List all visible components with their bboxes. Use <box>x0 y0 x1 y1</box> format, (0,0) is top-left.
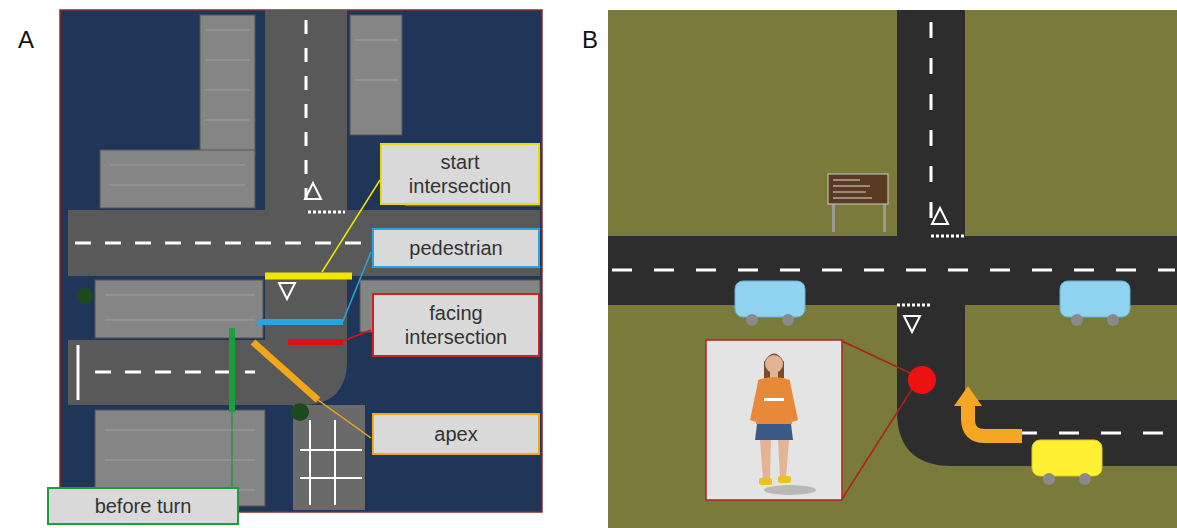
map-panel-a <box>60 10 542 512</box>
callout-text: apex <box>434 422 477 446</box>
callout-box: pedestrian <box>372 228 540 268</box>
panel-label: A <box>18 28 34 52</box>
callout-text: start intersection <box>390 150 530 198</box>
callout-text: facing intersection <box>382 301 530 349</box>
panel-label: B <box>582 28 598 52</box>
sim-panel-b <box>608 10 1177 528</box>
callout-text: before turn <box>95 494 192 518</box>
callout-text: pedestrian <box>409 236 502 260</box>
callout-box: facing intersection <box>372 293 540 357</box>
callout-box: before turn <box>47 487 239 525</box>
callout-box: start intersection <box>380 143 540 205</box>
callout-box: apex <box>372 413 540 455</box>
